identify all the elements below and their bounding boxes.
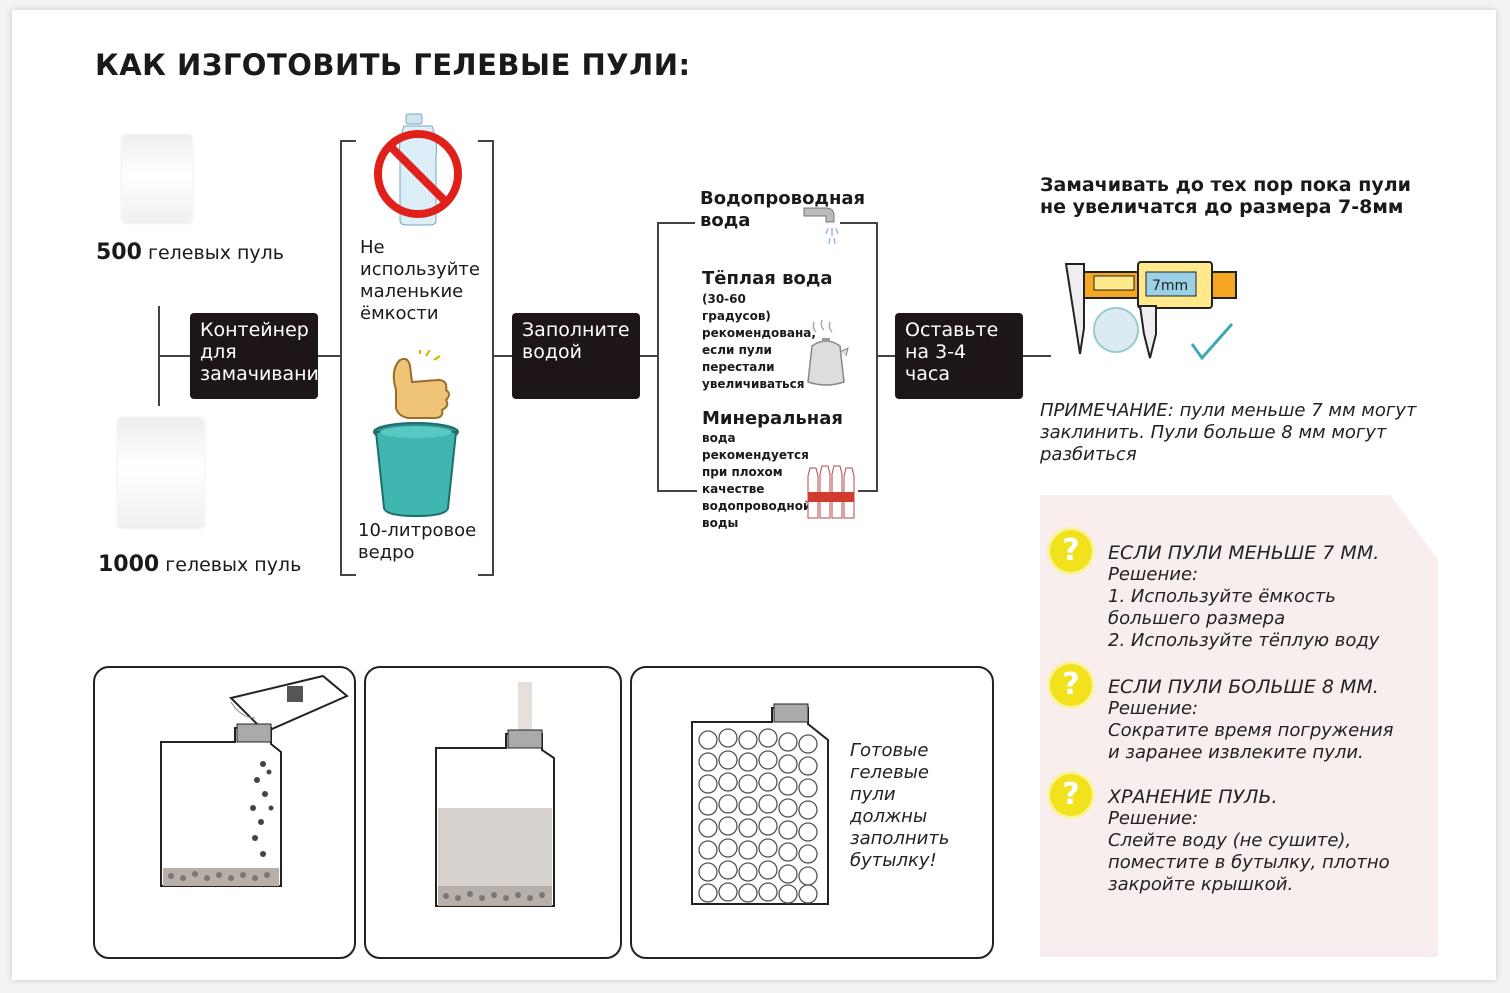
step-fill-label: Заполните водой [522,319,630,363]
tip-heading: ЕСЛИ ПУЛИ БОЛЬШЕ 8 ММ. [1108,676,1379,698]
mineral-water-title: Минеральная [702,408,843,429]
tip-line: большего размера [1108,608,1286,629]
step-fill-box: Заполните водой [512,313,640,399]
connector-3 [494,355,514,357]
tip-line: Слейте воду (не сушите), [1108,830,1352,851]
connector-2 [318,355,340,357]
pack-500-unit: гелевых пуль [147,242,284,264]
pack-500-label: 500 гелевых пуль [96,240,284,265]
connector-4 [640,355,658,357]
question-icon: ? [1050,774,1092,816]
bucket-icon [373,422,459,518]
water-bracket-right-bottom [858,490,878,492]
pack-1000-unit: гелевых пуль [165,554,302,576]
tip-small-bullets: ЕСЛИ ПУЛИ МЕНЬШЕ 7 ММ. Решение: 1. Испол… [1108,542,1379,652]
options-bracket-right-bottom [478,574,494,576]
connector-1 [158,355,193,357]
water-bracket-left-top [657,222,695,224]
tips-panel [1040,495,1438,957]
pour-bullets-illustration [160,674,349,887]
warm-water-title: Тёплая вода [702,268,833,289]
pack-1000-count: 1000 [98,552,160,577]
tip-solution-label: Решение: [1108,698,1199,719]
tip-heading: ХРАНЕНИЕ ПУЛЬ. [1108,786,1278,808]
page-title: КАК ИЗГОТОВИТЬ ГЕЛЕВЫЕ ПУЛИ: [95,48,691,82]
panel-pour-bullets [93,666,356,959]
step-leave-box: Оставьте на 3-4 часа [895,313,1023,399]
connector-6 [1023,355,1051,357]
step-leave-label: Оставьте на 3-4 часа [905,319,999,385]
options-bracket-left [340,140,342,575]
soak-note: Замачивать до тех пор пока пули не увели… [1040,174,1411,218]
tip-line: и заранее извлеките пули. [1108,742,1364,763]
options-bracket-left-bottom [340,574,356,576]
tip-line: 1. Используйте ёмкость [1108,586,1336,607]
options-bracket-right-top [478,140,494,142]
panel-add-water [364,666,622,959]
mineral-bottles-icon [807,465,855,519]
tip-line: закройте крышкой. [1108,874,1294,895]
mineral-water-desc: вода рекомендуется при плохом качестве в… [702,431,812,530]
sachet-1000-image [118,418,204,528]
ready-text: Готовые гелевые пули должны заполнить бу… [850,740,950,871]
thumbs-up-icon [392,350,450,419]
question-icon: ? [1050,530,1092,572]
pack-1000-label: 1000 гелевых пуль [98,552,301,577]
water-bracket-right-top [840,222,878,224]
tip-solution-label: Решение: [1108,564,1199,585]
tip-storage: ХРАНЕНИЕ ПУЛЬ. Решение: Слейте воду (не … [1108,786,1390,896]
no-small-containers-text: Не используйте маленькие ёмкости [360,237,480,324]
add-water-illustration [435,682,555,907]
caliper-icon: 7mm [1064,261,1237,361]
no-bottle-icon [374,113,462,226]
water-bracket-left [657,222,659,492]
tip-line: 2. Используйте тёплую воду [1108,630,1380,651]
water-bracket-right [876,222,878,492]
warm-water-desc: (30-60 градусов) рекомендована, если пул… [702,292,816,391]
pack-500-count: 500 [96,240,142,265]
step-container-label: Контейнер для замачивания [200,319,331,385]
connector-5 [876,355,896,357]
tip-large-bullets: ЕСЛИ ПУЛИ БОЛЬШЕ 8 ММ. Решение: Сократит… [1108,676,1394,764]
tip-solution-label: Решение: [1108,808,1199,829]
faucet-icon [803,207,839,245]
caliper-reading: 7mm [1152,278,1188,294]
tap-water-text: Водопроводная вода [700,188,866,231]
water-bracket-left-bottom [657,490,697,492]
step-container-box: Контейнер для замачивания [190,313,330,399]
options-bracket-left-top [340,140,356,142]
bucket-text: 10-литровое ведро [358,520,477,563]
panel-ready-bottle: Готовые гелевые пули должны заполнить бу… [630,666,994,959]
full-bottle-illustration [691,703,829,905]
kettle-icon [807,319,849,386]
question-icon: ? [1050,664,1092,706]
options-bracket-right [492,140,494,575]
sachet-500-image [122,135,192,223]
remark-text: ПРИМЕЧАНИЕ: пули меньше 7 мм могут закли… [1040,400,1417,465]
tip-heading: ЕСЛИ ПУЛИ МЕНЬШЕ 7 ММ. [1108,542,1380,564]
tip-line: Сократите время погружения [1108,720,1394,741]
tip-line: поместите в бутылку, плотно [1108,852,1390,873]
